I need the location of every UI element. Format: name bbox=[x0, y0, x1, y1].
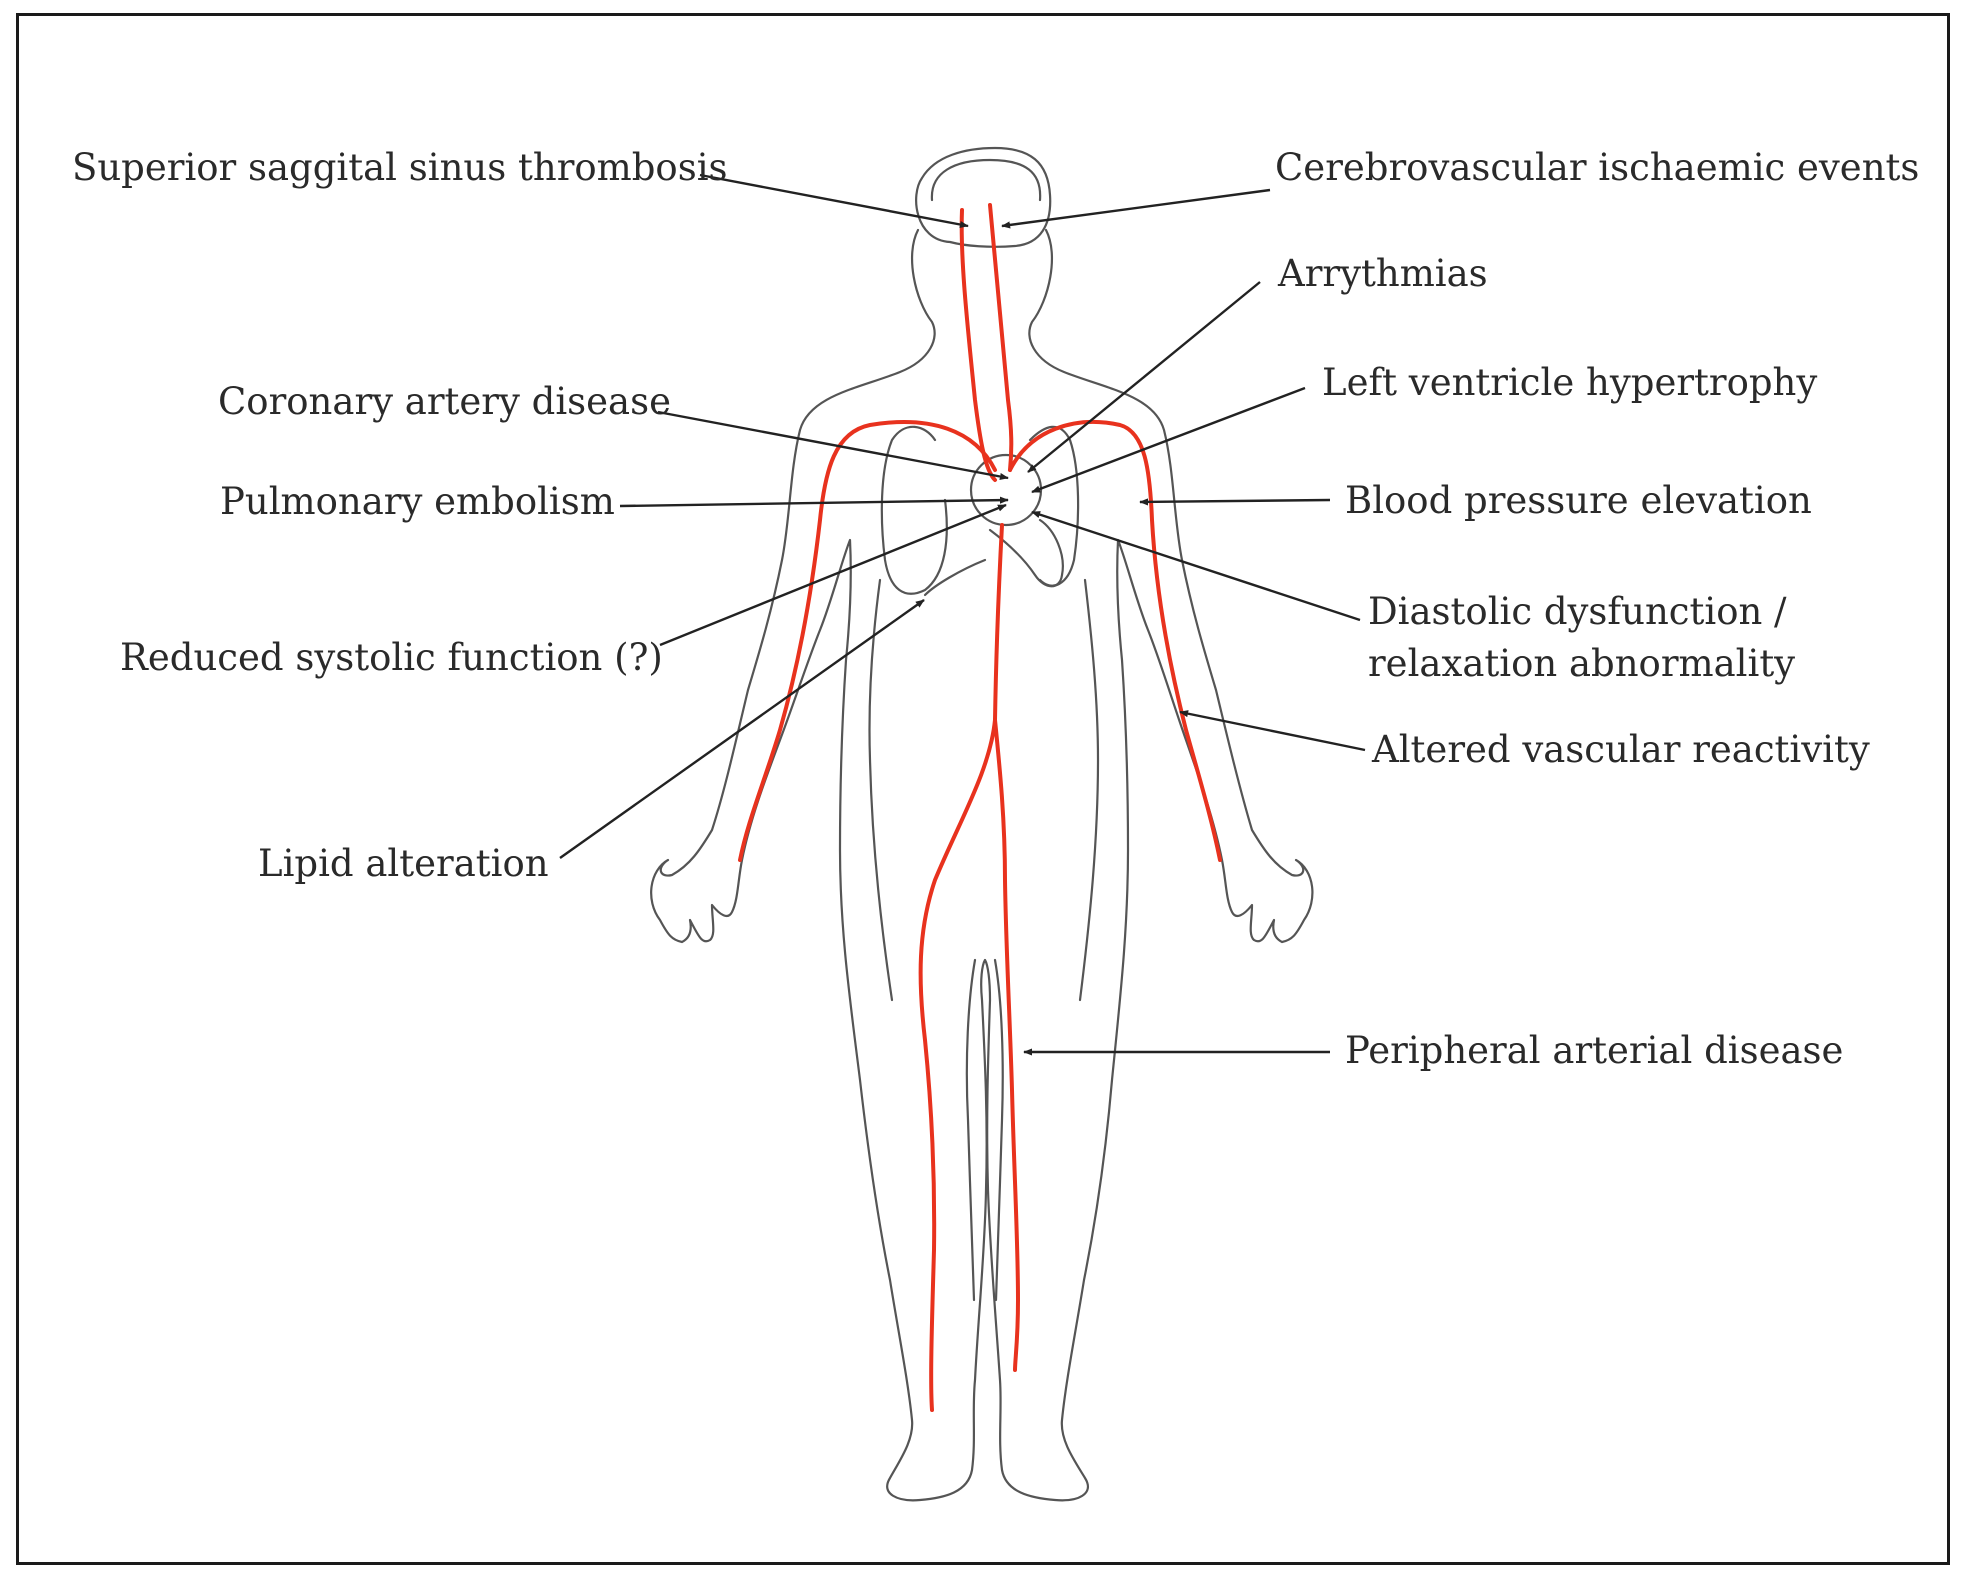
label-superior-saggital: Superior saggital sinus thrombosis bbox=[72, 146, 728, 189]
leader-diastolic bbox=[1031, 510, 1361, 622]
left-lung-outline bbox=[880, 425, 948, 595]
label-diastolic-line2: relaxation abnormality bbox=[1368, 642, 1795, 685]
carotid-artery-left bbox=[959, 208, 997, 482]
label-blood-pressure: Blood pressure elevation bbox=[1345, 479, 1812, 522]
label-lipid: Lipid alteration bbox=[258, 842, 549, 885]
aortic-arch-left bbox=[738, 420, 997, 862]
leader-coronary bbox=[657, 410, 1009, 481]
figure-frame bbox=[16, 13, 1950, 1565]
human-silhouette bbox=[650, 146, 1314, 1502]
leader-cerebrovascular bbox=[1001, 188, 1271, 229]
leader-lines bbox=[559, 173, 1366, 1056]
organ-outline bbox=[988, 518, 1064, 588]
left-inner-arm bbox=[868, 578, 894, 1002]
leader-superior-saggital bbox=[699, 173, 969, 229]
leader-reduced-systolic bbox=[659, 503, 1007, 647]
label-altered-vascular: Altered vascular reactivity bbox=[1371, 728, 1870, 771]
heart-outline bbox=[969, 453, 1043, 527]
label-left-ventricle: Left ventricle hypertrophy bbox=[1322, 361, 1817, 404]
inner-leg-outline bbox=[965, 958, 1004, 1302]
descending-aorta bbox=[993, 523, 1004, 722]
label-pulmonary: Pulmonary embolism bbox=[220, 480, 615, 523]
leader-altered-vascular bbox=[1179, 710, 1366, 752]
leader-lipid bbox=[559, 599, 925, 859]
label-diastolic-line1: Diastolic dysfunction / bbox=[1368, 590, 1787, 633]
liver-outline bbox=[923, 558, 987, 597]
label-coronary: Coronary artery disease bbox=[218, 380, 671, 423]
aortic-arch-right bbox=[1008, 420, 1222, 862]
label-arrythmias: Arrythmias bbox=[1277, 252, 1488, 295]
right-inner-arm bbox=[1078, 578, 1100, 1002]
carotid-artery-right bbox=[988, 203, 1014, 472]
body-outline bbox=[650, 228, 1314, 1502]
leader-pulmonary bbox=[619, 496, 1009, 508]
iliac-artery-left bbox=[918, 718, 997, 1412]
iliac-artery-right bbox=[993, 718, 1020, 1372]
label-cerebrovascular: Cerebrovascular ischaemic events bbox=[1275, 146, 1919, 189]
labels: Superior saggital sinus thrombosis Cereb… bbox=[72, 146, 1919, 1072]
skull-outline bbox=[930, 158, 1042, 202]
leader-blood-pressure bbox=[1139, 498, 1331, 506]
vascular-system bbox=[738, 203, 1222, 1412]
head-outline bbox=[915, 146, 1052, 248]
leader-left-ventricle bbox=[1031, 386, 1306, 494]
label-reduced-systolic: Reduced systolic function (?) bbox=[120, 636, 663, 679]
leader-arrythmias bbox=[1027, 281, 1261, 473]
label-peripheral: Peripheral arterial disease bbox=[1345, 1029, 1843, 1072]
